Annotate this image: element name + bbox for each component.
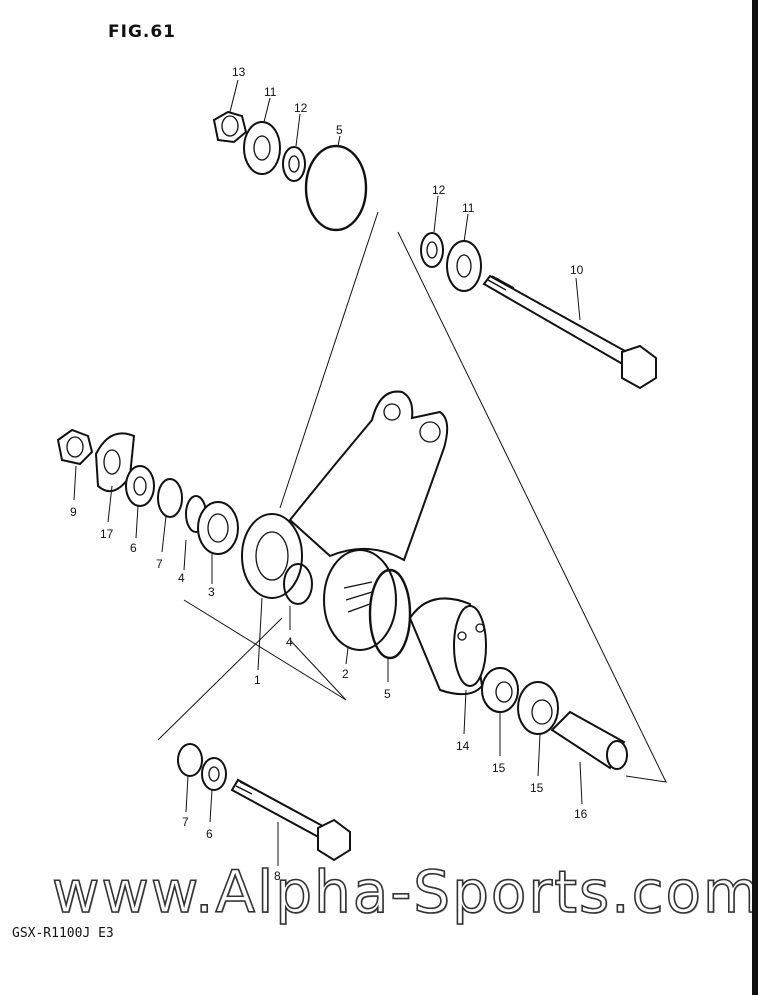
figure-title: FIG.61 xyxy=(108,22,177,42)
washer-icon xyxy=(446,240,482,292)
circlip-icon xyxy=(157,478,183,518)
callout-8: 8 xyxy=(274,869,281,883)
page-edge-border xyxy=(752,0,758,995)
callout-11: 11 xyxy=(462,201,475,215)
callout-12: 12 xyxy=(294,101,308,115)
washer-icon xyxy=(420,232,444,268)
callout-1: 1 xyxy=(254,673,261,687)
callout-numbers: 13 11 12 5 12 11 10 9 17 6 7 4 3 4 1 2 5… xyxy=(70,65,588,883)
callout-6: 6 xyxy=(130,541,137,555)
callout-11: 11 xyxy=(264,85,277,99)
callout-10: 10 xyxy=(570,263,584,277)
callout-14: 14 xyxy=(456,739,470,753)
washer-icon xyxy=(125,465,155,507)
callout-9: 9 xyxy=(70,505,77,519)
bearing-icon xyxy=(197,501,239,555)
circlip-icon xyxy=(283,563,313,605)
callout-3: 3 xyxy=(208,585,215,599)
callout-16: 16 xyxy=(574,807,588,821)
washer-icon xyxy=(282,146,306,182)
bearing-icon xyxy=(481,667,519,713)
bearing-icon xyxy=(517,681,559,735)
swing-arm-link-icon xyxy=(241,390,449,651)
nut-icon xyxy=(212,110,248,144)
callout-15: 15 xyxy=(530,781,544,795)
callout-6: 6 xyxy=(206,827,213,841)
callout-4: 4 xyxy=(286,635,293,649)
nut-icon xyxy=(56,428,94,466)
callout-5: 5 xyxy=(336,123,343,137)
callout-2: 2 xyxy=(342,667,349,681)
callout-7: 7 xyxy=(182,815,189,829)
callout-7: 7 xyxy=(156,557,163,571)
bolt-icon xyxy=(482,274,657,390)
callout-15: 15 xyxy=(492,761,506,775)
circlip-icon xyxy=(368,568,412,660)
washer-icon xyxy=(243,121,281,175)
callout-13: 13 xyxy=(232,65,246,79)
assembly-lines xyxy=(157,211,667,783)
bolt-icon xyxy=(230,778,351,862)
callout-12: 12 xyxy=(432,183,446,197)
callout-leaders xyxy=(73,79,583,866)
circlip-icon xyxy=(304,144,368,232)
callout-17: 17 xyxy=(100,527,114,541)
watermark-text: www.Alpha-Sports.com xyxy=(51,857,762,927)
washer-icon xyxy=(201,757,227,791)
model-label: GSX-R1100J E3 xyxy=(12,926,114,941)
circlip-icon xyxy=(177,743,203,777)
callout-4: 4 xyxy=(178,571,185,585)
callout-5: 5 xyxy=(384,687,391,701)
spacer-icon xyxy=(550,710,628,770)
collar-icon xyxy=(408,597,487,696)
